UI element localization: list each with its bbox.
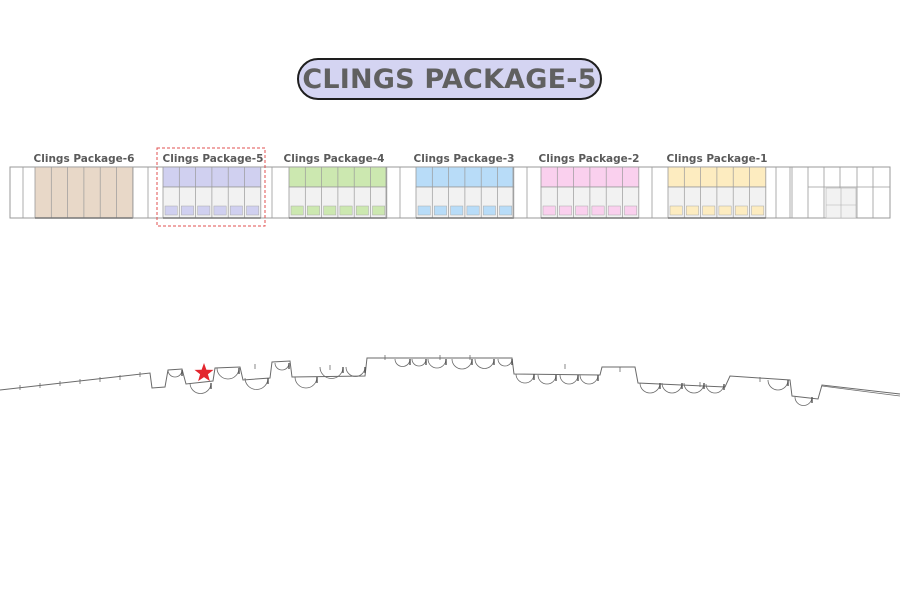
- package-cling-pad: [213, 205, 227, 216]
- door-swing-arc: [705, 383, 725, 394]
- page-title-badge: CLINGS PACKAGE-5: [297, 58, 602, 100]
- package-cling-pad: [181, 205, 194, 216]
- package-cling-pad: [164, 205, 178, 216]
- package-cling-pad: [575, 205, 589, 216]
- door-swing-arc: [189, 382, 212, 394]
- package-label-1[interactable]: Clings Package-1: [666, 153, 768, 165]
- package-cling-pad: [197, 205, 211, 216]
- window-strip-diagram: [9, 147, 891, 227]
- package-label-6[interactable]: Clings Package-6: [33, 153, 135, 165]
- package-label-3[interactable]: Clings Package-3: [413, 153, 515, 165]
- package-block-6: [34, 166, 134, 219]
- package-block-5: [162, 166, 262, 219]
- package-cling-pad: [669, 205, 683, 216]
- page-title: CLINGS PACKAGE-5: [302, 63, 597, 95]
- door-swing-arc: [294, 376, 318, 389]
- door-swing-arc: [244, 377, 269, 390]
- package-cling-pad: [355, 205, 369, 216]
- package-cling-pad: [624, 205, 638, 216]
- package-label-4[interactable]: Clings Package-4: [283, 153, 385, 165]
- package-cling-pad: [434, 205, 447, 216]
- package-cling-pad: [372, 205, 386, 216]
- door-swing-arc: [683, 382, 705, 394]
- door-swing-arc: [274, 362, 290, 371]
- door-swing-arc: [474, 358, 495, 369]
- package-block-4: [288, 166, 388, 219]
- package-block-3: [415, 166, 515, 219]
- package-cling-pad: [339, 205, 353, 216]
- door-swing-arc: [497, 358, 513, 367]
- package-cling-pad: [417, 205, 431, 216]
- door-swing-arc: [345, 366, 366, 377]
- door-swing-arc: [394, 358, 411, 367]
- package-cling-pad: [466, 205, 480, 216]
- building-outline: [0, 357, 901, 400]
- door-swing-arc: [537, 374, 557, 385]
- package-label-5[interactable]: Clings Package-5: [162, 153, 264, 165]
- package-cling-pad: [246, 205, 260, 216]
- package-cling-pad: [290, 205, 304, 216]
- package-cling-pad: [734, 205, 748, 216]
- door-swing-arc: [639, 382, 661, 394]
- package-cling-pad: [450, 205, 464, 216]
- door-swing-arc: [411, 358, 427, 367]
- door-swing-arc: [767, 379, 789, 391]
- package-cling-pad: [559, 205, 572, 216]
- package-cling-pad: [542, 205, 556, 216]
- package-label-2[interactable]: Clings Package-2: [538, 153, 640, 165]
- door-swing-arc: [451, 358, 473, 370]
- star-icon: [194, 363, 214, 382]
- package-cling-pad: [607, 205, 621, 216]
- building-outline-inner: [821, 385, 901, 397]
- package-cling-pad: [323, 205, 337, 216]
- door-swing-arc: [319, 366, 344, 379]
- package-cling-pad: [702, 205, 716, 216]
- door-swing-arc: [559, 374, 579, 385]
- door-swing-arc: [216, 367, 240, 380]
- package-cling-pad: [591, 205, 605, 216]
- package-cling-pad: [718, 205, 732, 216]
- door-swing-arc: [167, 369, 183, 378]
- package-cling-pad: [686, 205, 699, 216]
- package-block-2: [540, 166, 640, 219]
- package-block-1: [667, 166, 767, 219]
- package-cling-pad: [751, 205, 765, 216]
- package-cling-pad: [482, 205, 496, 216]
- door-swing-arc: [515, 373, 535, 384]
- package-cling-pad: [229, 205, 243, 216]
- door-swing-arc: [579, 374, 599, 385]
- package-cling-pad: [307, 205, 320, 216]
- selection-outline: [156, 147, 266, 227]
- door-swing-arc: [427, 358, 447, 369]
- package-cling-pad: [499, 205, 513, 216]
